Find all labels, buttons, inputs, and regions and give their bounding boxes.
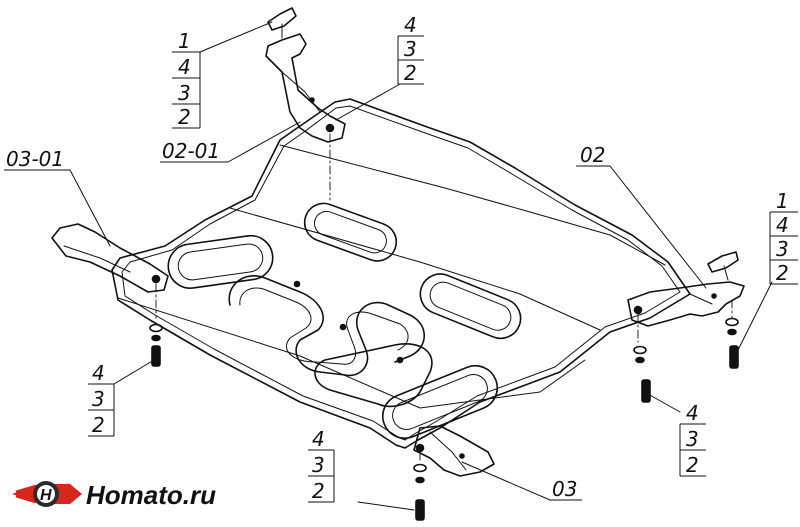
recess-left <box>167 234 274 289</box>
label-left-bolt-3: 3 <box>92 387 105 411</box>
leader-bottom-bracket <box>461 461 551 501</box>
bolt-left <box>151 345 161 367</box>
leader-top-left-stack <box>199 21 273 53</box>
recess-right-lower <box>314 343 433 408</box>
recess-left-inner <box>177 243 264 281</box>
left-bracket <box>51 223 169 293</box>
bottom-bracket <box>413 425 495 477</box>
label-left-bracket: 03-01 <box>6 147 64 171</box>
recess-top <box>303 202 398 262</box>
label-bottom-center-3: 3 <box>312 453 325 477</box>
label-bottom-center-2: 2 <box>312 479 325 503</box>
washer-right <box>633 345 647 355</box>
hole-2 <box>339 323 347 331</box>
right-bracket <box>627 281 745 327</box>
recess-center-inner <box>239 287 409 365</box>
label-right-bolt-3: 3 <box>686 427 699 451</box>
hole-1 <box>293 280 301 288</box>
recess-center <box>228 275 425 377</box>
bottom-bracket-bolt-hole <box>415 443 425 453</box>
label-right-2: 2 <box>776 261 789 285</box>
label-top-center-4: 4 <box>404 13 417 37</box>
left-bracket-bolt-hole <box>151 274 161 284</box>
label-right-bracket: 02 <box>580 143 605 167</box>
top-clip <box>267 7 297 31</box>
label-right-3: 3 <box>776 237 789 261</box>
leader-top-bracket <box>227 121 301 163</box>
label-bottom-center-4: 4 <box>312 427 325 451</box>
right-clip <box>707 251 739 273</box>
recess-right-inner <box>429 281 512 331</box>
label-right-4: 4 <box>776 213 789 237</box>
recess-top-inner <box>314 210 387 254</box>
washer-bottom <box>413 463 427 473</box>
label-top-bracket: 02-01 <box>162 139 220 163</box>
washer-bottom-2 <box>415 476 425 484</box>
label-left-bolt-2: 2 <box>92 413 105 437</box>
logo-wings-icon: H <box>12 481 82 507</box>
leader-left-bracket <box>69 169 111 247</box>
bolt-right <box>641 379 651 403</box>
recess-bottom-inner <box>392 374 488 430</box>
svg-text:H: H <box>40 487 52 504</box>
label-top-center-2: 2 <box>404 61 417 85</box>
logo-text: Homato.ru <box>86 480 216 510</box>
recess-bottom <box>381 364 499 440</box>
washer-right-far-2 <box>727 328 737 336</box>
fold-line-top <box>279 144 666 266</box>
top-bracket-fold <box>281 71 321 113</box>
label-right-bolt-2: 2 <box>686 453 699 477</box>
label-top-center-3: 3 <box>404 37 417 61</box>
label-right-1: 1 <box>776 189 789 213</box>
leader-bottom-center-stack <box>357 501 415 511</box>
bottom-bracket-hole <box>459 453 465 459</box>
fold-line-middle <box>229 207 601 331</box>
bottom-bracket-fold <box>429 431 467 471</box>
right-bracket-hole <box>711 293 717 299</box>
leader-right-stack <box>737 281 773 351</box>
right-bracket-bolt-hole <box>633 305 643 315</box>
label-left-bolt-4: 4 <box>92 361 105 385</box>
logo: H Homato.ru <box>12 480 216 510</box>
label-top-left-1: 1 <box>178 29 191 53</box>
left-bracket-fold <box>63 245 131 273</box>
leader-left-bolt <box>113 359 155 385</box>
leader-right-bolt <box>647 393 681 413</box>
fold-line-lower <box>117 297 586 409</box>
washer-right-2 <box>635 356 645 364</box>
label-bottom-bracket: 03 <box>552 477 577 501</box>
recess-right <box>419 273 522 340</box>
top-bracket-bolt-hole <box>325 123 335 133</box>
hole-3 <box>396 356 404 364</box>
washer-left <box>149 323 163 333</box>
right-clip-leg <box>723 265 729 281</box>
right-bracket-fold <box>689 293 713 305</box>
bolt-bottom <box>415 499 425 521</box>
washer-left-2 <box>151 334 161 342</box>
top-bracket-hole <box>309 97 315 103</box>
leader-right-bracket <box>609 165 707 289</box>
washer-right-far <box>725 317 739 327</box>
label-top-left-4: 4 <box>178 55 191 79</box>
label-top-left-3: 3 <box>178 81 191 105</box>
label-top-left-2: 2 <box>178 105 191 129</box>
leader-top-center-stack <box>335 83 401 121</box>
top-bracket <box>265 33 346 143</box>
bolt-right-far <box>729 345 739 369</box>
label-right-bolt-4: 4 <box>686 401 699 425</box>
